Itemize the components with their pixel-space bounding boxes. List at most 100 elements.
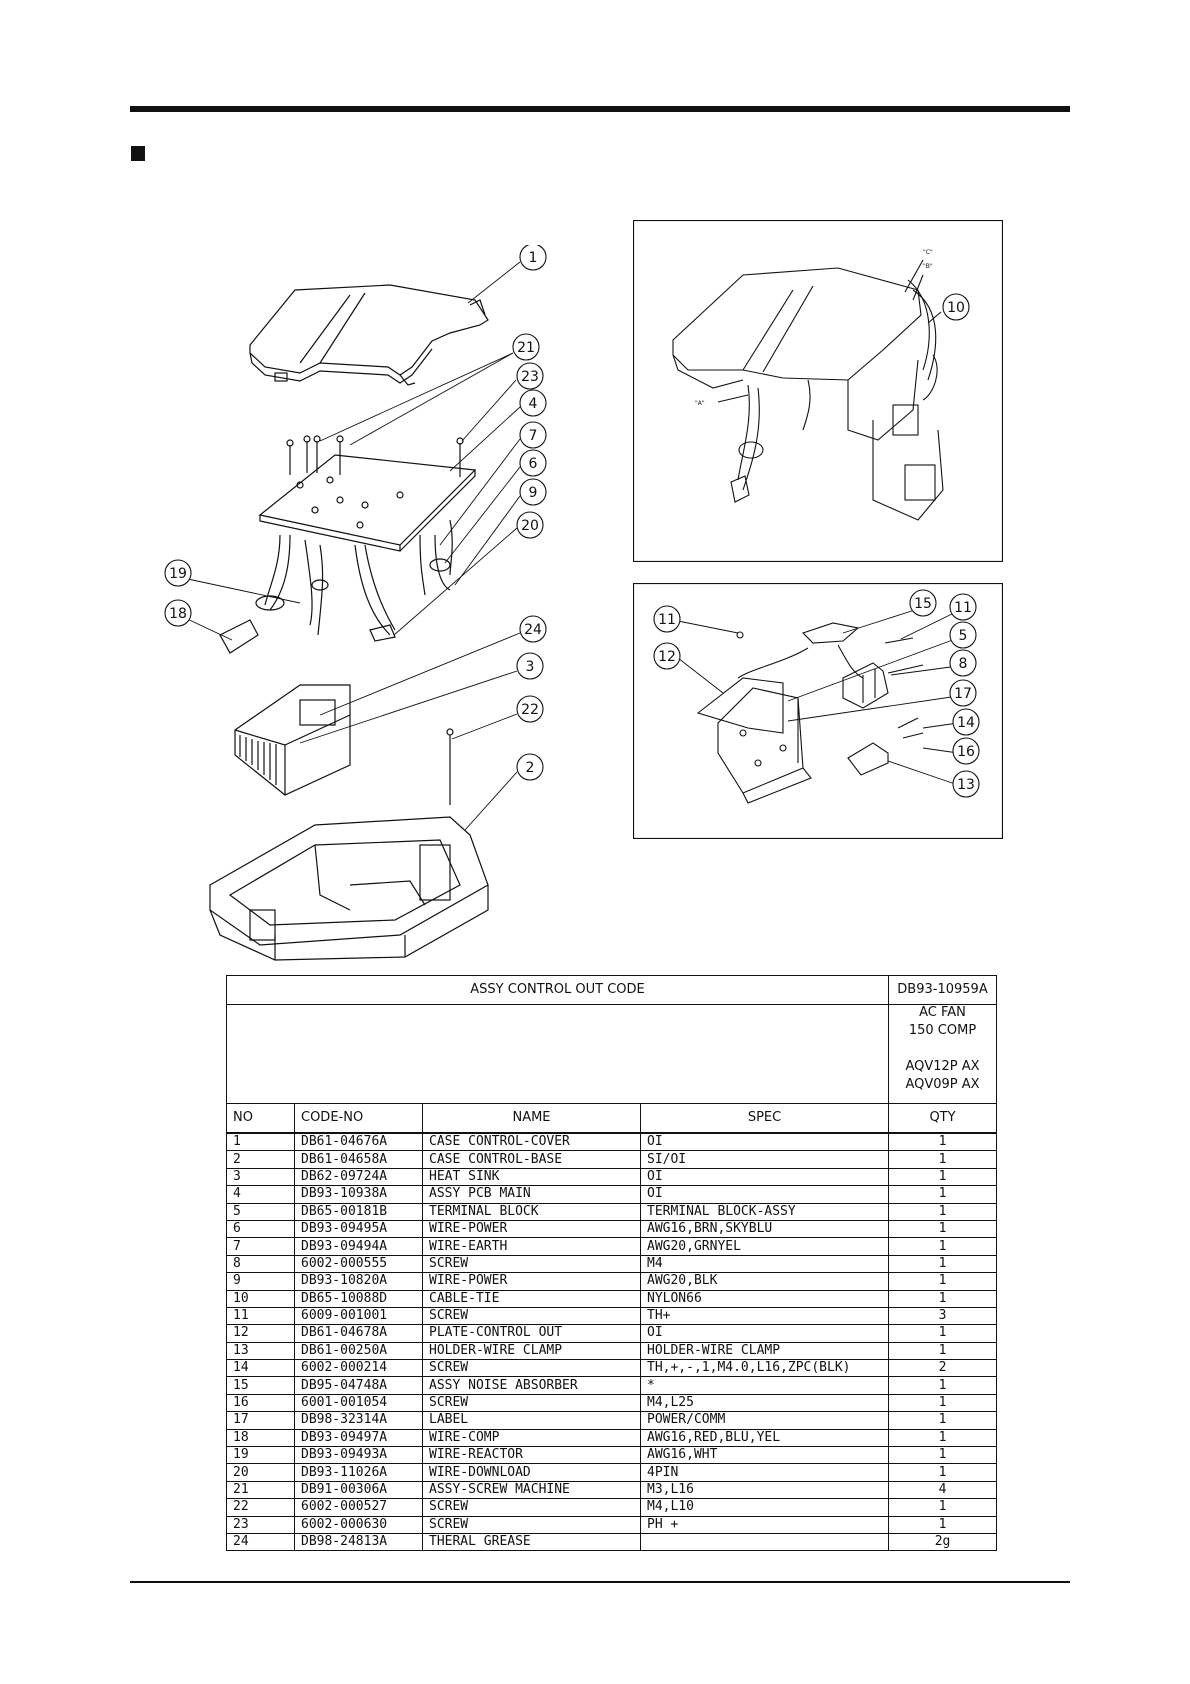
cell-name: ASSY NOISE ABSORBER [422, 1376, 641, 1395]
cell-name: WIRE-EARTH [422, 1237, 641, 1256]
callout-16: 16 [957, 744, 975, 760]
cell-code: 6002-000214 [294, 1359, 423, 1378]
cell-name: LABEL [422, 1411, 641, 1430]
callout-12: 12 [658, 649, 676, 665]
cell-spec: OI [639, 1185, 890, 1204]
cell-name: CASE CONTROL-COVER [422, 1132, 641, 1152]
model-line: AC FAN [919, 1005, 966, 1021]
cell-code: DB98-32314A [294, 1411, 423, 1430]
cell-qty: 1 [888, 1324, 998, 1343]
cell-name: CASE CONTROL-BASE [422, 1150, 641, 1169]
section-marker [131, 146, 145, 161]
callout-20: 20 [521, 518, 539, 534]
cell-qty: 2 [888, 1359, 998, 1378]
cell-spec: AWG20,GRNYEL [639, 1237, 890, 1256]
cell-code: DB93-10820A [294, 1272, 423, 1291]
cell-name: WIRE-DOWNLOAD [422, 1463, 641, 1482]
cell-code: DB98-24813A [294, 1532, 423, 1552]
cell-name: SCREW [422, 1254, 641, 1274]
col-code: CODE-NO [294, 1103, 423, 1134]
model-list: AC FAN 150 COMP AQV12P AX AQV09P AX [888, 1004, 998, 1104]
cell-code: DB61-04676A [294, 1132, 423, 1152]
assembled-view-diagram: 10 "A" "B" "C" [633, 220, 1003, 562]
cell-name: WIRE-POWER [422, 1272, 641, 1291]
cell-name: WIRE-POWER [422, 1219, 641, 1239]
cell-code: DB65-10088D [294, 1289, 423, 1308]
screws-drawing [286, 435, 464, 477]
cell-no: 11 [226, 1306, 295, 1326]
col-spec: SPEC [639, 1103, 890, 1134]
table-title-row: ASSY CONTROL OUT CODE DB93-10959A [225, 975, 998, 1005]
cell-spec: OI [639, 1132, 890, 1152]
model-line: AQV09P AX [905, 1077, 980, 1092]
cell-qty: 3 [888, 1306, 998, 1326]
cell-name: SCREW [422, 1498, 641, 1517]
callout-22: 22 [521, 702, 539, 718]
callout-8: 8 [959, 656, 968, 672]
model-row: AC FAN 150 COMP AQV12P AX AQV09P AX [225, 1004, 998, 1104]
cell-qty: 2g [888, 1532, 998, 1552]
cell-code: DB95-04748A [294, 1376, 423, 1395]
cell-no: 16 [226, 1393, 295, 1413]
cell-code: DB61-04658A [294, 1150, 423, 1169]
footer-rule [130, 1581, 1070, 1583]
cell-code: 6002-000630 [294, 1515, 423, 1534]
cell-qty: 1 [888, 1411, 998, 1430]
cell-spec: 4PIN [639, 1463, 890, 1482]
cell-qty: 1 [888, 1132, 998, 1152]
cell-spec: AWG16,BRN,SKYBLU [639, 1219, 890, 1239]
model-line [895, 1041, 990, 1059]
cell-spec: POWER/COMM [639, 1411, 890, 1430]
callout-circles [164, 245, 547, 781]
case-control-cover-drawing [249, 284, 489, 386]
cell-no: 5 [226, 1202, 295, 1221]
cell-qty: 1 [888, 1463, 998, 1482]
col-no: NO [226, 1103, 295, 1134]
cell-qty: 1 [888, 1393, 998, 1413]
cell-no: 21 [226, 1480, 295, 1500]
cell-code: 6001-001054 [294, 1393, 423, 1413]
callout-21: 21 [517, 340, 535, 356]
label-c: "C" [923, 249, 933, 256]
col-qty: QTY [888, 1103, 998, 1134]
cell-no: 6 [226, 1219, 295, 1239]
table-title: ASSY CONTROL OUT CODE [225, 975, 890, 1005]
exploded-view-diagram: 1 21 23 4 7 6 9 20 19 18 24 3 22 2 [164, 245, 547, 961]
cell-name: WIRE-REACTOR [422, 1446, 641, 1465]
cell-name: PLATE-CONTROL OUT [422, 1324, 641, 1343]
cell-qty: 1 [888, 1272, 998, 1291]
cell-no: 13 [226, 1341, 295, 1361]
label-a: "A" [695, 400, 705, 407]
leader-lines [182, 261, 521, 831]
cell-code: DB91-00306A [294, 1480, 423, 1500]
cell-spec: TH,+,-,1,M4.0,L16,ZPC(BLK) [639, 1359, 890, 1378]
cell-name: CABLE-TIE [422, 1289, 641, 1308]
cell-no: 4 [226, 1185, 295, 1204]
cell-no: 23 [226, 1515, 295, 1534]
cell-spec: PH + [639, 1515, 890, 1534]
callout-11-left: 11 [658, 612, 676, 628]
terminal-plate-diagram: 15 11 11 12 5 8 17 14 16 13 [633, 583, 1003, 839]
cell-name: THERAL GREASE [422, 1532, 641, 1552]
callout-14: 14 [957, 715, 975, 731]
cell-name: ASSY PCB MAIN [422, 1185, 641, 1204]
callout-10: 10 [947, 300, 965, 316]
cell-no: 1 [226, 1132, 295, 1152]
cell-spec: OI [639, 1324, 890, 1343]
cell-code: DB61-04678A [294, 1324, 423, 1343]
cell-qty: 1 [888, 1446, 998, 1465]
cell-code: DB93-09493A [294, 1446, 423, 1465]
callout-13: 13 [957, 777, 975, 793]
cell-no: 17 [226, 1411, 295, 1430]
cell-name: SCREW [422, 1393, 641, 1413]
callout-19: 19 [169, 566, 187, 582]
cell-qty: 1 [888, 1150, 998, 1169]
